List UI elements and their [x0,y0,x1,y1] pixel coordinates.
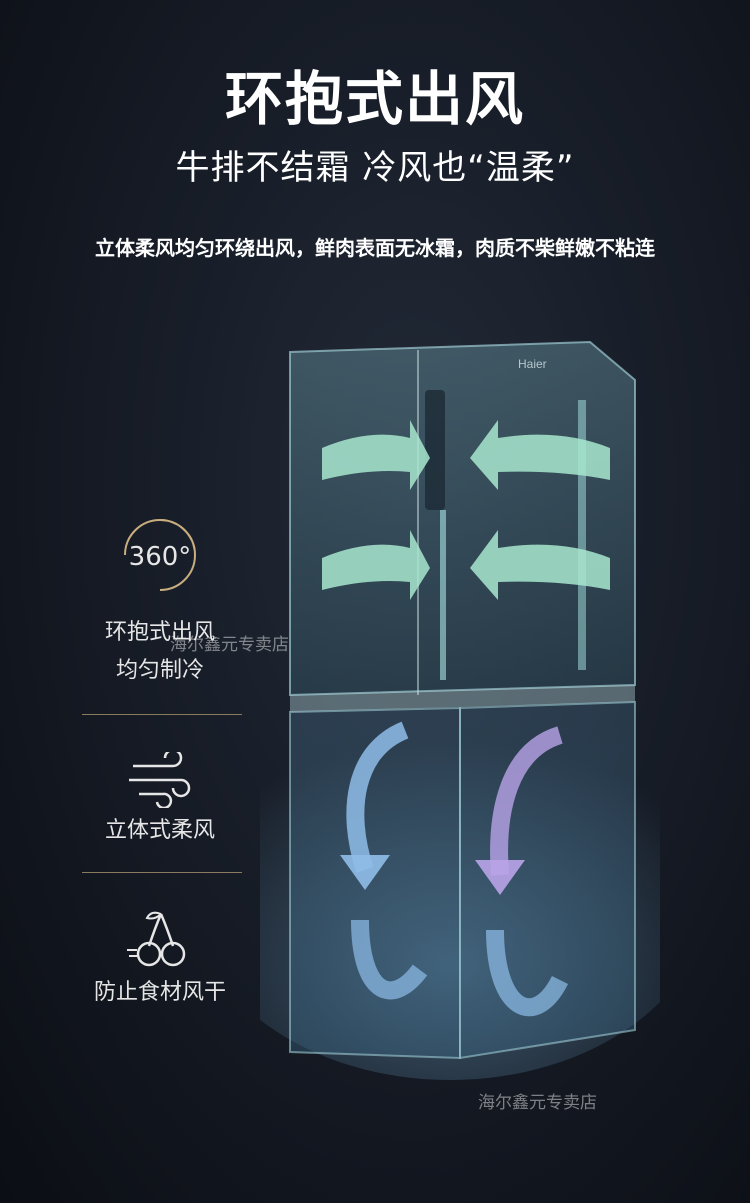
store-watermark: 海尔鑫元专卖店 [170,635,289,655]
divider [82,872,242,873]
fridge-light-bar [440,510,446,680]
fridge-brand-logo: Haier [518,357,547,371]
feature-label: 环抱式出风 [104,620,215,645]
cherry-icon [127,911,186,967]
fridge-divider-shelf [290,685,635,712]
feature-label: 防止食材风干 [93,980,226,1005]
feature-3d-soft-wind: 立体式柔风 [70,752,250,850]
airflow-arrow-lower-left-return [351,919,428,1000]
airflow-arrow-lower-left [346,721,409,873]
360-degree-label: 360° [129,542,192,572]
fridge-light-bar [578,400,586,670]
store-watermark: 海尔鑫元专卖店 [478,1093,597,1113]
feature-label: 立体式柔风 [104,818,215,843]
feature-prevent-drying: 防止食材风干 [70,908,250,1012]
divider [82,714,242,715]
page-title: 环抱式出风 [224,65,525,133]
fridge-upper-compartment [289,340,636,697]
airflow-arrowhead-lower-right [475,860,525,895]
feature-360-airflow: 360° 环抱式出风 均匀制冷 [70,510,250,690]
feature-label: 均匀制冷 [115,658,204,683]
airflow-arrow-upper-right [470,420,610,600]
airflow-arrow-upper-left [322,420,430,600]
fridge-control-panel [425,390,445,510]
360-degree-icon: 360° [124,519,196,591]
page-subtitle: 牛排不结霜 冷风也“温柔” [175,148,575,188]
airflow-arrow-lower-right [490,726,564,876]
airflow-arrow-lower-right-return [486,929,569,1017]
airflow-arrowhead-lower-left [340,855,390,890]
page-description: 立体柔风均匀环绕出风，鲜肉表面无冰霜，肉质不柴鲜嫩不粘连 [95,236,655,260]
wind-icon [129,752,191,808]
fridge-illustration: Haier [260,340,660,1080]
